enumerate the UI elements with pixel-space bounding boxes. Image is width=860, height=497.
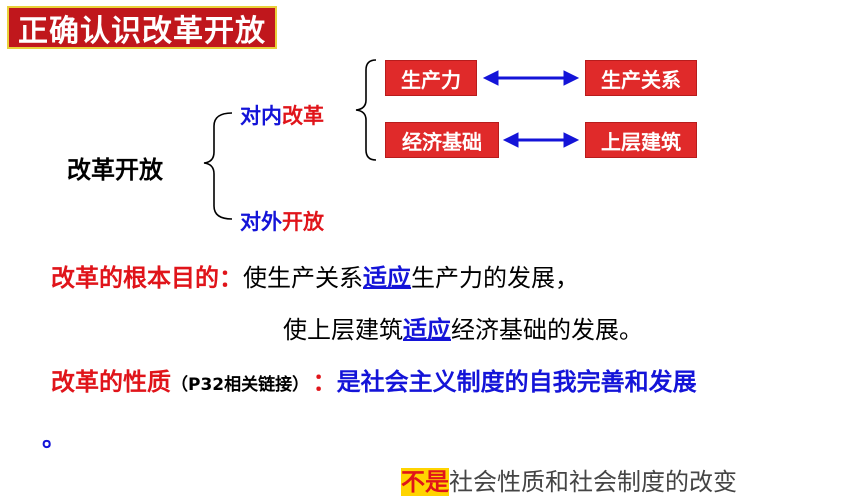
purpose-line-2: 使上层建筑适应经济基础的发展。: [283, 316, 643, 344]
purpose-line-1: 改革的根本目的：使生产关系适应生产力的发展，: [51, 264, 579, 292]
double-arrow-icon: [502, 132, 580, 148]
inner-branch: 对内改革: [240, 104, 324, 128]
box-economic-base: 经济基础: [385, 122, 499, 158]
root-brace: [203, 112, 233, 220]
nature-line: 改革的性质（P32相关链接）：是社会主义制度的自我完善和发展: [51, 368, 697, 396]
diagram-root-label: 改革开放: [67, 156, 163, 184]
diagram-brackets: [203, 59, 580, 220]
box-superstructure: 上层建筑: [585, 122, 697, 158]
box-production-relations: 生产关系: [585, 60, 697, 96]
inner-brace: [355, 59, 377, 161]
double-arrow-icon: [482, 70, 580, 86]
box-productive-forces: 生产力: [385, 60, 477, 96]
page-title: 正确认识改革开放: [7, 6, 277, 49]
bottom-line: 不是社会性质和社会制度的改变: [401, 468, 737, 496]
outer-branch: 对外开放: [240, 210, 324, 234]
nature-period: 。: [42, 424, 66, 452]
